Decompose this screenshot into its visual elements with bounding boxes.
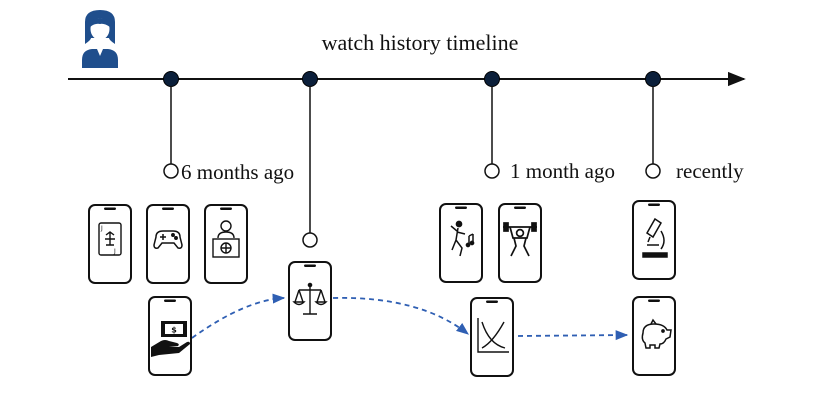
- news-anchor-icon: [212, 220, 240, 258]
- svg-text:J: J: [113, 248, 116, 255]
- time-marker-law: [302, 232, 318, 248]
- timeline-node-4: [645, 71, 661, 87]
- gamepad-icon: [153, 230, 183, 249]
- phone-fitness[interactable]: [498, 203, 542, 283]
- timeline-node-1: [163, 71, 179, 87]
- money-hand-icon: $: [151, 321, 190, 357]
- interest-path: [191, 293, 629, 341]
- microscope-icon: [642, 217, 668, 258]
- time-marker-one-month: [484, 163, 500, 179]
- phone-science[interactable]: [632, 200, 676, 280]
- svg-text:J: J: [100, 225, 103, 232]
- svg-text:$: $: [171, 326, 177, 335]
- time-marker-six-months: [163, 163, 179, 179]
- playing-card-icon: J J: [98, 222, 122, 256]
- label-six-months: 6 months ago: [181, 160, 294, 184]
- weightlifter-icon: [503, 222, 537, 257]
- phone-dance[interactable]: [439, 203, 483, 283]
- timeline-title: watch history timeline: [322, 30, 519, 55]
- piggy-bank-icon: [641, 318, 672, 349]
- phone-card-game[interactable]: J J: [88, 204, 132, 284]
- phone-news[interactable]: [204, 204, 248, 284]
- time-marker-recently: [645, 163, 661, 179]
- phone-law[interactable]: [288, 261, 332, 341]
- phone-video-game[interactable]: [146, 204, 190, 284]
- supply-demand-chart-icon: [477, 318, 509, 353]
- scales-icon: [292, 282, 328, 315]
- label-recently: recently: [676, 159, 744, 183]
- timeline-node-2: [302, 71, 318, 87]
- user-icon: [82, 10, 118, 68]
- phone-savings[interactable]: [632, 296, 676, 376]
- timeline-node-3: [484, 71, 500, 87]
- dancer-icon: [450, 220, 475, 257]
- phone-finance[interactable]: $: [148, 296, 192, 376]
- phone-economics[interactable]: [470, 297, 514, 377]
- label-one-month: 1 month ago: [510, 159, 615, 183]
